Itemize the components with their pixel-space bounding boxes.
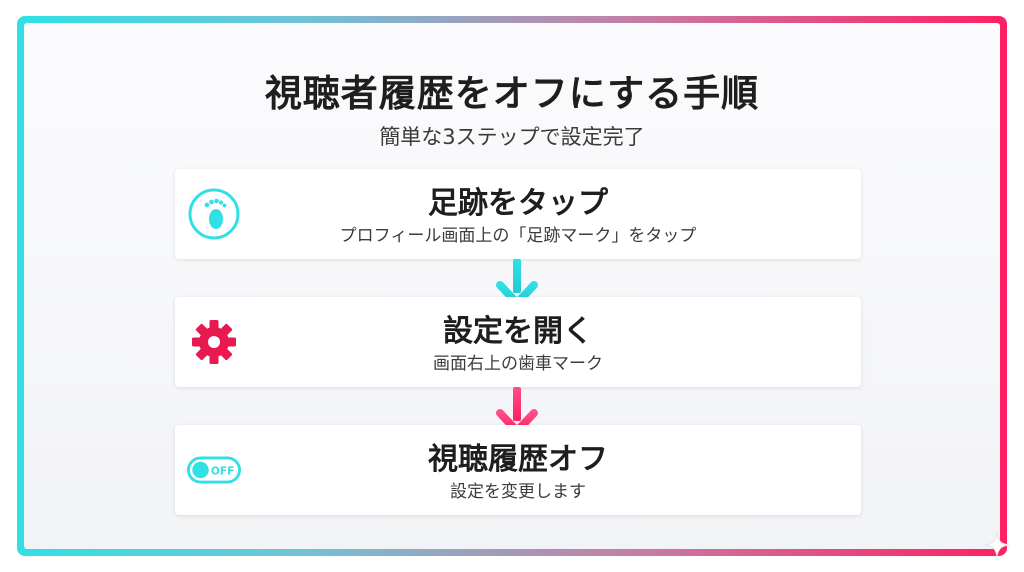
step-description: 設定を変更します [450, 482, 586, 502]
step-card-footprint[interactable]: 足跡をタップ プロフィール画面上の「足跡マーク」をタップ [175, 169, 861, 259]
page-subtitle: 簡単な3ステップで設定完了 [379, 125, 645, 149]
gear-icon [187, 315, 241, 369]
toggle-off-label: OFF [211, 465, 234, 477]
sparkle-icon [984, 532, 1010, 558]
step-heading: 設定を開く [443, 314, 593, 349]
step-heading: 足跡をタップ [428, 186, 608, 221]
step-heading: 視聴履歴オフ [428, 442, 608, 477]
step-card-settings[interactable]: 設定を開く 画面右上の歯車マーク [175, 297, 861, 387]
step-description: 画面右上の歯車マーク [433, 354, 603, 374]
gradient-frame: 視聴者履歴をオフにする手順 簡単な3ステップで設定完了 足跡をタップ プロフィー… [17, 16, 1007, 556]
step-card-history-off[interactable]: OFF 視聴履歴オフ 設定を変更します [175, 425, 861, 515]
footprint-icon [187, 187, 241, 241]
content-panel: 視聴者履歴をオフにする手順 簡単な3ステップで設定完了 足跡をタップ プロフィー… [24, 23, 1000, 549]
toggle-off-icon: OFF [187, 443, 241, 497]
step-description: プロフィール画面上の「足跡マーク」をタップ [339, 226, 697, 246]
page-title: 視聴者履歴をオフにする手順 [264, 72, 760, 115]
